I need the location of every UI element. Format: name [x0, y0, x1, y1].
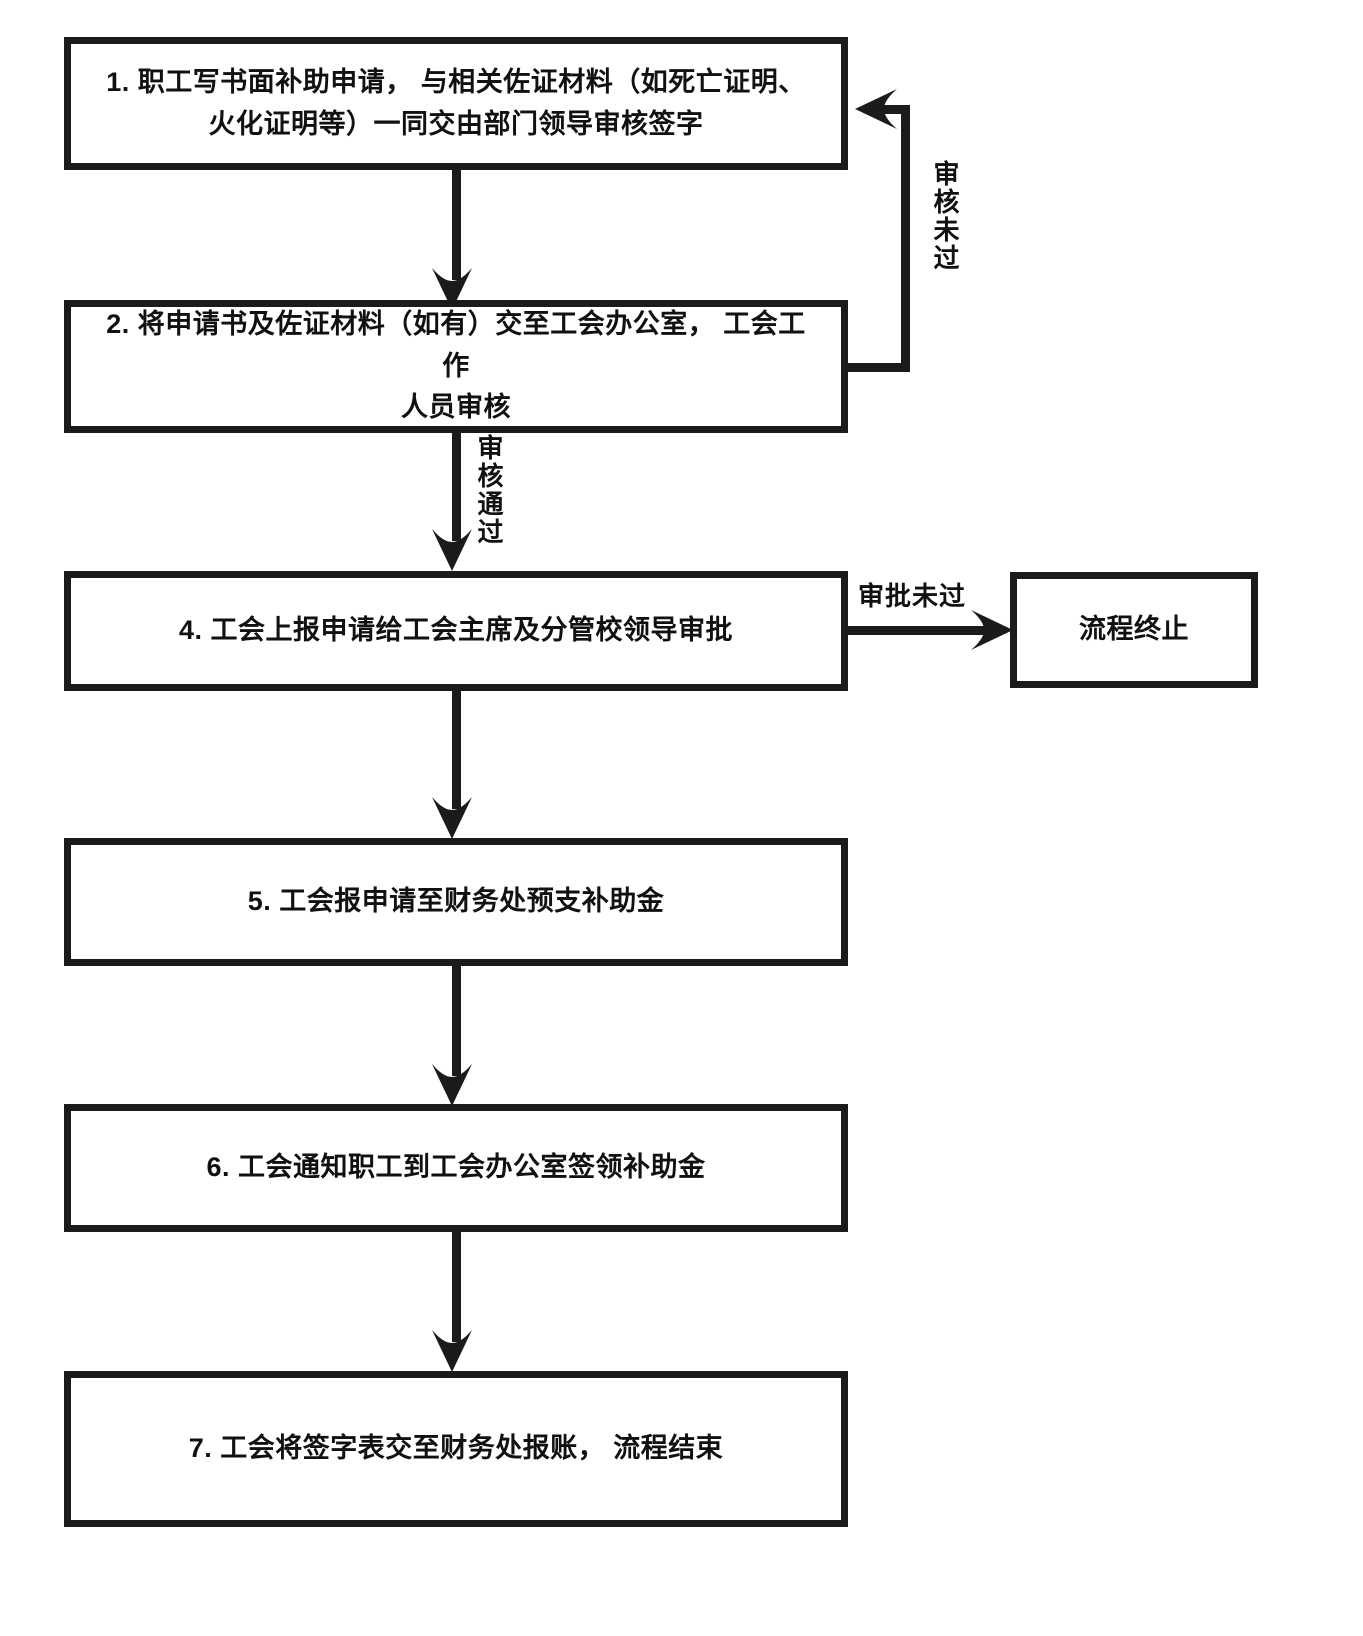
process-node-step-4[interactable]: 4. 工会上报申请给工会主席及分管校领导审批 — [64, 571, 848, 691]
terminal-node-process-terminated[interactable]: 流程终止 — [1010, 572, 1258, 688]
arrowhead-down-step7 — [430, 1326, 474, 1372]
process-node-step-1-label: 1. 职工写书面补助申请， 与相关佐证材料（如死亡证明、 火化证明等）一同交由部… — [106, 66, 806, 139]
arrowhead-down-step6 — [430, 1060, 474, 1106]
process-node-step-7-label: 7. 工会将签字表交至财务处报账， 流程结束 — [188, 1433, 724, 1464]
edge-label-approval-not-passed: 审批未过 — [858, 581, 967, 611]
process-node-step-4-label: 4. 工会上报申请给工会主席及分管校领导审批 — [178, 615, 734, 646]
arrowhead-down-step4 — [430, 525, 474, 571]
connector-step6-to-step7 — [452, 1232, 461, 1342]
connector-loop-bottom — [848, 363, 910, 372]
connector-step2-to-step4 — [452, 433, 461, 541]
process-node-step-2[interactable]: 2. 将申请书及佐证材料（如有）交至工会办公室， 工会工作 人员审核 — [64, 300, 848, 433]
connector-loop-right — [901, 105, 910, 372]
process-node-step-1[interactable]: 1. 职工写书面补助申请， 与相关佐证材料（如死亡证明、 火化证明等）一同交由部… — [64, 37, 848, 170]
edge-label-review-passed: 审核通过 — [474, 434, 504, 546]
connector-step4-to-terminate — [848, 626, 988, 635]
edge-label-review-not-passed: 审核未过 — [930, 160, 960, 272]
terminal-node-label: 流程终止 — [1079, 614, 1189, 645]
process-node-step-5[interactable]: 5. 工会报申请至财务处预支补助金 — [64, 838, 848, 966]
connector-step5-to-step6 — [452, 966, 461, 1076]
connector-loop-top — [884, 105, 910, 114]
process-node-step-2-label: 2. 将申请书及佐证材料（如有）交至工会办公室， 工会工作 人员审核 — [106, 308, 806, 423]
connector-step4-to-step5 — [452, 691, 461, 809]
arrowhead-left-step1 — [855, 87, 901, 131]
arrowhead-down-step5 — [430, 793, 474, 839]
process-node-step-6-label: 6. 工会通知职工到工会办公室签领补助金 — [206, 1152, 706, 1183]
process-node-step-5-label: 5. 工会报申请至财务处预支补助金 — [247, 886, 665, 917]
process-node-step-7[interactable]: 7. 工会将签字表交至财务处报账， 流程结束 — [64, 1371, 848, 1527]
connector-step1-to-step2 — [452, 170, 461, 280]
arrowhead-down-step2 — [430, 264, 474, 310]
arrowhead-right-terminate — [965, 608, 1013, 652]
process-node-step-6[interactable]: 6. 工会通知职工到工会办公室签领补助金 — [64, 1104, 848, 1232]
